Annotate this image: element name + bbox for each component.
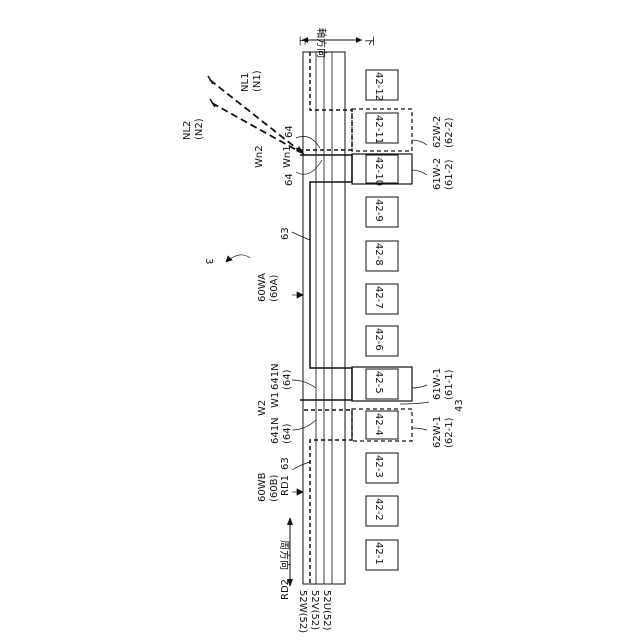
label-61w-1-paren: (61-1) (444, 369, 455, 400)
coil-label: 42-11 (373, 115, 384, 144)
rotated-labels: 60WA (60A) 60WB (60B) 63 63 641N (64) 64… (182, 70, 465, 502)
bus-label-52w: 52W(52) (297, 590, 308, 633)
coil-label: 42-9 (373, 199, 384, 222)
axial-label: 軸方向 (315, 28, 328, 58)
label-nl1: NL1 (240, 73, 251, 92)
label-64-lower: 64 (284, 173, 295, 186)
label-61w-1: 61W-1 (432, 368, 443, 400)
label-60wb: 60WB (257, 472, 268, 502)
wire-60wa (300, 155, 352, 400)
label-641n-upper-paren: (64) (282, 369, 293, 390)
label-641n-lower: 641N (270, 417, 281, 444)
label-nl1-paren: (N1) (252, 70, 263, 92)
axial-up-label: 上 (297, 36, 309, 46)
label-nl2-paren: (N2) (194, 118, 205, 140)
coil-label: 42-5 (373, 371, 384, 394)
label-w1: W1 (270, 392, 281, 408)
coil-label: 42-2 (373, 498, 384, 521)
label-w2: W2 (257, 400, 268, 416)
label-62w-1-paren: (62-1) (444, 417, 455, 448)
label-wn1: Wn1 (282, 145, 293, 168)
bus-label-52v: 52V(52) (309, 590, 320, 630)
label-641n-lower-paren: (64) (282, 423, 293, 444)
label-61w-2-paren: (61-2) (444, 159, 455, 190)
label-60wb-paren: (60B) (269, 475, 280, 502)
coil-label: 42-1 (373, 542, 384, 565)
label-62w-1: 62W-1 (432, 416, 443, 448)
label-nl2: NL2 (182, 121, 193, 140)
label-60wa: 60WA (257, 273, 268, 302)
label-43: 43 (454, 399, 465, 412)
label-62w-2-paren: (62-2) (444, 117, 455, 148)
figure-ref-label: 3 (203, 258, 214, 264)
circ-label: 周方向 (278, 540, 291, 570)
rd2-label: RD2 (280, 579, 291, 600)
coil-label: 42-7 (373, 286, 384, 309)
label-wn2: Wn2 (254, 145, 265, 168)
coil-label: 42-4 (373, 413, 384, 436)
label-63-upper: 63 (280, 227, 291, 240)
coil-label: 42-6 (373, 328, 384, 351)
label-61w-2: 61W-2 (432, 158, 443, 190)
label-641n-upper: 641N (270, 363, 281, 390)
coil-label: 42-10 (373, 157, 384, 186)
coil-label: 42-3 (373, 455, 384, 478)
circumferential-direction: 周方向 RD1 RD2 (278, 475, 293, 600)
label-62w-2: 62W-2 (432, 116, 443, 148)
label-60wa-paren: (60A) (269, 275, 280, 302)
coil-label: 42-12 (373, 72, 384, 101)
coil-label: 42-8 (373, 243, 384, 266)
wire-60wb-top (300, 52, 352, 150)
coil-group: 42-1 42-2 42-3 42-4 42-5 42-6 42-7 42-8 … (366, 70, 398, 570)
rd1-label: RD1 (280, 475, 291, 496)
axial-down-label: 下 (363, 36, 374, 46)
axial-direction-indicator: 軸方向 上 下 (297, 28, 374, 58)
label-64-upper: 64 (284, 125, 295, 138)
bus-label-52u: 52U(52) (321, 590, 332, 631)
label-63-lower: 63 (280, 457, 291, 470)
